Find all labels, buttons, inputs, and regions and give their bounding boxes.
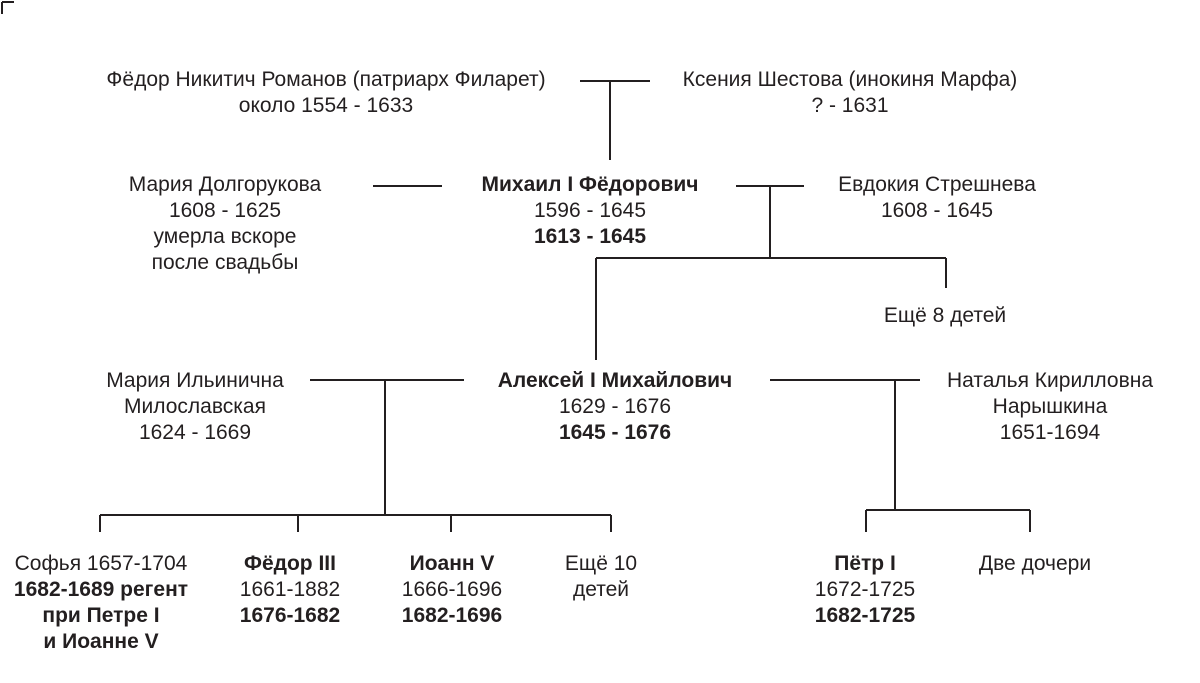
other-children-label: Две дочери [978,552,1092,575]
person-reign: при Петре I [42,604,160,627]
person-name: Нарышкина [992,395,1108,418]
person-fyodor-romanov: Фёдор Никитич Романов (патриарх Филарет)… [78,67,574,119]
person-maria-miloslavskaya: Мария Ильинична Милославская 1624 - 1669 [80,368,310,446]
person-name: Евдокия Стрешнева [838,173,1036,196]
person-years: ? - 1631 [811,94,889,117]
person-reign: 1613 - 1645 [533,225,647,248]
person-reign: 1682-1696 [401,604,503,627]
person-note: после свадьбы [151,251,299,274]
person-name-years: Софья 1657-1704 [14,552,188,575]
person-name: Алексей I Михайлович [497,369,733,392]
person-years: 1629 - 1676 [558,395,672,418]
other-children-8: Ещё 8 детей [860,303,1030,329]
person-name: Фёдор Никитич Романов (патриарх Филарет) [106,68,546,91]
person-name: Мария Ильинична [106,369,284,392]
person-years: 1596 - 1645 [533,199,647,222]
other-children-label: Ещё 10 [564,552,638,575]
two-daughters: Две дочери [955,551,1115,577]
person-years: 1672-1725 [814,578,916,601]
person-name: Мария Долгорукова [128,173,322,196]
person-years: 1608 - 1645 [880,199,994,222]
other-children-label: Ещё 8 детей [883,304,1007,327]
person-peter-i: Пётр I 1672-1725 1682-1725 [785,551,945,629]
person-alexei-i: Алексей I Михайлович 1629 - 1676 1645 - … [470,368,760,446]
person-name: Наталья Кирилловна [946,369,1154,392]
person-mikhail-i: Михаил I Фёдорович 1596 - 1645 1613 - 16… [460,172,720,250]
other-children-10: Ещё 10 детей [540,551,662,603]
person-natalia-naryshkina: Наталья Кирилловна Нарышкина 1651-1694 [925,368,1175,446]
person-years: 1666-1696 [401,578,503,601]
person-reign: 1645 - 1676 [558,421,672,444]
person-note: умерла вскоре [153,225,297,248]
person-reign: 1676-1682 [239,604,341,627]
person-evdokia-streshneva: Евдокия Стрешнева 1608 - 1645 [812,172,1062,224]
person-reign: 1682-1725 [814,604,916,627]
person-years: 1651-1694 [999,421,1101,444]
person-years: 1608 - 1625 [168,199,282,222]
person-ioann-v: Иоанн V 1666-1696 1682-1696 [372,551,532,629]
person-name: Михаил I Фёдорович [481,173,699,196]
other-children-label: детей [572,578,630,601]
person-name: Милославская [124,395,266,418]
person-reign: и Иоанне V [43,630,159,653]
person-name: Пётр I [834,552,896,575]
person-ksenia-shestova: Ксения Шестова (инокиня Марфа) ? - 1631 [660,67,1040,119]
person-name: Фёдор III [244,552,336,575]
person-years: 1624 - 1669 [138,421,252,444]
person-name: Ксения Шестова (инокиня Марфа) [682,68,1018,91]
person-years: 1661-1882 [239,578,341,601]
person-fyodor-iii: Фёдор III 1661-1882 1676-1682 [210,551,370,629]
person-sofia: Софья 1657-1704 1682-1689 регент при Пет… [0,551,202,655]
person-reign: 1682-1689 регент [13,578,189,601]
person-name: Иоанн V [409,552,495,575]
person-years: около 1554 - 1633 [238,94,414,117]
person-maria-dolgorukova: Мария Долгорукова 1608 - 1625 умерла вск… [100,172,350,276]
